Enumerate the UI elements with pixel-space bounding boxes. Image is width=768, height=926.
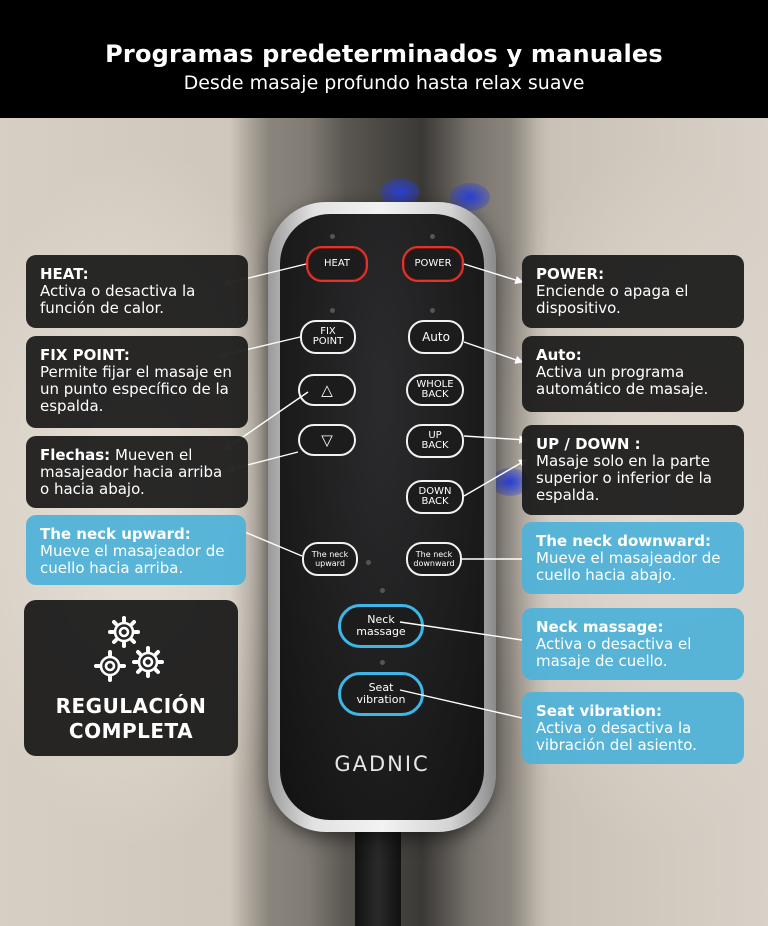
callout-title: UP / DOWN : (536, 435, 641, 453)
page-title: Programas predeterminados y manuales (105, 40, 663, 68)
callout-neck-downward: The neck downward: Mueve el masajeador d… (522, 522, 744, 594)
gears-icon (94, 616, 164, 682)
callout-auto: Auto: Activa un programa automático de m… (522, 336, 744, 412)
down-arrow-button[interactable]: ▽ (298, 424, 356, 456)
header-banner: Programas predeterminados y manuales Des… (0, 0, 768, 118)
callout-body: Masaje solo en la parte superior o infer… (536, 452, 712, 504)
callout-title: FIX POINT: (40, 346, 130, 364)
regulation-label: REGULACIÓN COMPLETA (55, 694, 207, 743)
callout-title: POWER: (536, 265, 605, 283)
neck-upward-button[interactable]: The neck upward (302, 542, 358, 576)
callout-title: HEAT: (40, 265, 89, 283)
callout-title: Neck massage: (536, 618, 664, 636)
seat-vibration-button[interactable]: Seat vibration (338, 672, 424, 716)
brand-logo: GADNIC (334, 752, 430, 776)
callout-title: Auto: (536, 346, 582, 364)
callout-seat-vibration: Seat vibration: Activa o desactiva la vi… (522, 692, 744, 764)
up-arrow-button[interactable]: △ (298, 374, 356, 406)
whole-back-button[interactable]: WHOLE BACK (406, 374, 464, 406)
callout-flechas: Flechas: Mueven el masajeador hacia arri… (26, 436, 248, 508)
fix-point-button[interactable]: FIX POINT (300, 320, 356, 354)
callout-body: Mueve el masajeador de cuello hacia abaj… (536, 549, 721, 584)
callout-neck-upward: The neck upward: Mueve el masajeador de … (26, 515, 246, 585)
callout-body: Permite fijar el masaje en un punto espe… (40, 363, 232, 415)
page-subtitle: Desde masaje profundo hasta relax suave (183, 72, 585, 94)
heat-button[interactable]: HEAT (306, 246, 368, 282)
power-button[interactable]: POWER (402, 246, 464, 282)
neck-massage-button[interactable]: Neck massage (338, 604, 424, 648)
callout-up-down: UP / DOWN : Masaje solo en la parte supe… (522, 425, 744, 515)
callout-power: POWER: Enciende o apaga el dispositivo. (522, 255, 744, 328)
callout-heat: HEAT: Activa o desactiva la función de c… (26, 255, 248, 328)
callout-body: Mueve el masajeador de cuello hacia arri… (40, 542, 225, 577)
remote-control-panel (280, 214, 484, 820)
auto-button[interactable]: Auto (408, 320, 464, 354)
callout-title: The neck downward: (536, 532, 711, 550)
callout-body: Activa o desactiva la vibración del asie… (536, 719, 697, 754)
regulation-badge: REGULACIÓN COMPLETA (24, 600, 238, 756)
down-back-button[interactable]: DOWN BACK (406, 480, 464, 514)
callout-body: Activa o desactiva la función de calor. (40, 282, 196, 317)
callout-body: Activa un programa automático de masaje. (536, 363, 709, 398)
callout-fix-point: FIX POINT: Permite fijar el masaje en un… (26, 336, 248, 428)
callout-title: The neck upward: (40, 525, 191, 543)
chair-light (380, 178, 420, 206)
callout-body: Enciende o apaga el dispositivo. (536, 282, 689, 317)
callout-body: Activa o desactiva el masaje de cuello. (536, 635, 692, 670)
neck-downward-button[interactable]: The neck downward (406, 542, 462, 576)
callout-neck-massage: Neck massage: Activa o desactiva el masa… (522, 608, 744, 680)
up-back-button[interactable]: UP BACK (406, 424, 464, 458)
callout-title: Flechas: (40, 446, 111, 464)
callout-body: Mueven el masajeador hacia arriba o haci… (40, 446, 223, 498)
callout-title: Seat vibration: (536, 702, 662, 720)
